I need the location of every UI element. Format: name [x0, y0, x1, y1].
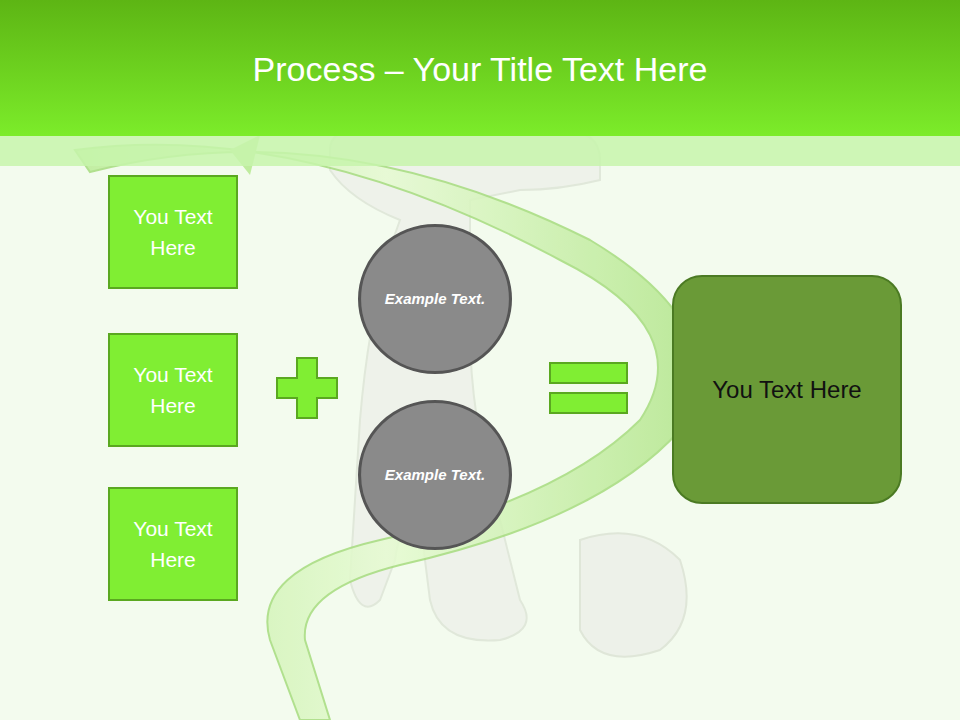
equals-symbol — [550, 363, 627, 383]
node-label: You Text Here — [120, 359, 226, 422]
text-wrap: You Text Here — [712, 372, 861, 408]
text-wrap: You Text Here — [120, 359, 226, 422]
example-circle: Example Text. — [358, 224, 512, 374]
text-wrap: Example Text. — [385, 464, 485, 487]
header-stripe — [0, 136, 960, 166]
process-box: You Text Here — [108, 487, 238, 601]
node-label: Example Text. — [385, 464, 485, 487]
spiral-arrow — [75, 135, 697, 720]
text-wrap: You Text Here — [120, 513, 226, 576]
equals-symbol — [550, 393, 627, 413]
slide-title: Process – Your Title Text Here — [0, 50, 960, 89]
node-label: You Text Here — [712, 372, 861, 408]
node-label: You Text Here — [120, 513, 226, 576]
node-label: Example Text. — [385, 288, 485, 311]
header-band — [0, 0, 960, 136]
example-circle: Example Text. — [358, 400, 512, 550]
text-wrap: Example Text. — [385, 288, 485, 311]
plus-symbol — [277, 358, 337, 418]
result-box: You Text Here — [672, 275, 902, 504]
text-wrap: You Text Here — [120, 201, 226, 264]
node-label: You Text Here — [120, 201, 226, 264]
process-box: You Text Here — [108, 175, 238, 289]
process-box: You Text Here — [108, 333, 238, 447]
